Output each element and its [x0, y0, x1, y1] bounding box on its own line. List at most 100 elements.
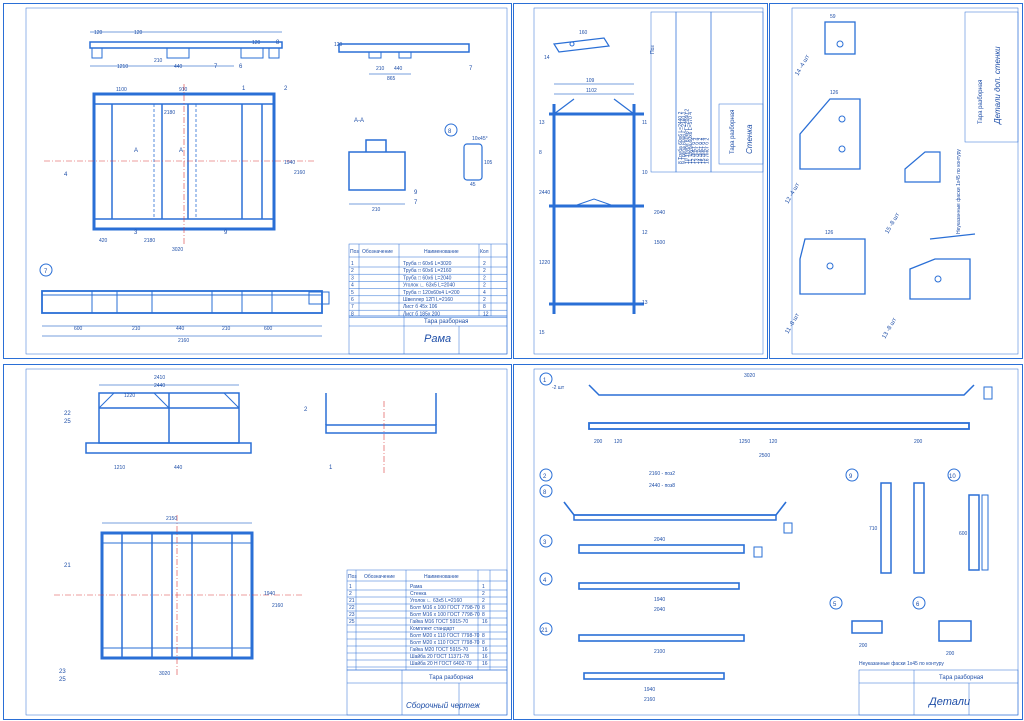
svg-text:1940: 1940	[284, 160, 295, 166]
bom-cell: 16	[482, 619, 488, 625]
section-label: А-А	[354, 118, 364, 124]
bom-cell: 8	[482, 640, 485, 646]
svg-text:126: 126	[830, 90, 839, 96]
svg-text:9: 9	[414, 190, 418, 196]
svg-text:3: 3	[543, 540, 547, 546]
bom-cell: 1	[482, 584, 485, 590]
svg-text:3020: 3020	[159, 671, 170, 677]
svg-text:Обозначение: Обозначение	[362, 249, 393, 255]
svg-text:2180: 2180	[144, 238, 155, 244]
svg-text:10: 10	[642, 170, 648, 176]
bom-cell: 12	[483, 311, 489, 317]
svg-text:1: 1	[543, 378, 547, 384]
bom-cell: 4	[483, 290, 486, 296]
svg-text:2: 2	[543, 474, 547, 480]
svg-text:1100: 1100	[116, 87, 127, 93]
svg-text:2160 - поз2: 2160 - поз2	[649, 471, 675, 477]
svg-text:14 -4 шт: 14 -4 шт	[795, 54, 812, 77]
svg-text:210: 210	[376, 66, 385, 72]
dop-name: Детали доп. стенки	[993, 46, 1002, 125]
sheet-stenka: 14 160 109 1102 2440 1220 2040 1500 11 1…	[513, 3, 768, 359]
svg-text:126: 126	[825, 230, 834, 236]
svg-text:2: 2	[304, 407, 308, 413]
bom-cell: 11 Труба 60x6 L=570 4	[688, 112, 694, 164]
svg-text:10: 10	[949, 474, 956, 480]
bom-cell: Труба □ 120x60x4 L=200	[403, 290, 460, 296]
bom-cell: 23	[349, 612, 355, 618]
svg-text:8: 8	[539, 150, 542, 156]
rama-title: Тара разборная	[424, 319, 468, 325]
svg-text:11 -8 шт: 11 -8 шт	[785, 312, 802, 335]
svg-text:Кол: Кол	[480, 249, 489, 255]
bom-cell: 2	[483, 268, 486, 274]
svg-text:120: 120	[769, 439, 778, 445]
svg-text:Поз: Поз	[350, 249, 359, 255]
svg-text:2440: 2440	[539, 190, 550, 196]
svg-text:7: 7	[44, 269, 48, 275]
bom-cell: 2	[483, 297, 486, 303]
svg-text:1: 1	[242, 86, 246, 92]
svg-text:200: 200	[594, 439, 603, 445]
svg-text:15 -8 шт: 15 -8 шт	[885, 212, 902, 235]
svg-text:A: A	[179, 148, 183, 154]
svg-text:120: 120	[94, 30, 103, 36]
svg-text:200: 200	[946, 651, 955, 657]
svg-text:Обозначение: Обозначение	[364, 574, 395, 580]
svg-text:12 -4 шт: 12 -4 шт	[785, 182, 802, 205]
svg-text:865: 865	[387, 76, 396, 82]
svg-text:2150: 2150	[166, 516, 177, 522]
svg-text:25: 25	[59, 677, 66, 683]
bom-cell: Уголок ∟ 63x5 L=2160	[410, 598, 462, 604]
svg-text:1102: 1102	[586, 88, 597, 94]
sborka-name: Сборочный чертеж	[406, 701, 480, 710]
svg-text:1250: 1250	[739, 439, 750, 445]
svg-text:23: 23	[59, 669, 66, 675]
svg-text:45: 45	[470, 182, 476, 188]
svg-text:11: 11	[642, 120, 647, 126]
bom-cell: 9 Труба 60x6 L=2160 1	[681, 111, 687, 164]
svg-text:15: 15	[539, 330, 545, 336]
bom-cell: 14 Лист б 2	[698, 138, 704, 164]
bom-cell: 21	[349, 598, 355, 604]
svg-text:13 -8 шт: 13 -8 шт	[882, 317, 899, 340]
bom-cell: Болт М16 x 100 ГОСТ 7798-70	[410, 612, 480, 618]
detali-note: Неуказанные фаски 1x45 по контуру	[859, 661, 944, 667]
svg-text:2440 - поз8: 2440 - поз8	[649, 483, 675, 489]
bom-cell: Гайка М16 ГОСТ 5915-70	[410, 618, 468, 625]
svg-text:Поз: Поз	[650, 45, 656, 54]
svg-text:1: 1	[329, 465, 333, 471]
svg-text:1940: 1940	[654, 597, 665, 603]
bom-cell: Швеллер 12П L=2160	[403, 297, 453, 303]
bom-cell: 16	[482, 654, 488, 660]
rama-name: Рама	[424, 333, 451, 345]
svg-text:1940: 1940	[264, 591, 275, 597]
sborka-title: Тара разборная	[429, 675, 473, 681]
bom-cell: Болт М16 x 100 ГОСТ 7798-70	[410, 605, 480, 611]
svg-text:600: 600	[74, 326, 83, 332]
svg-text:13: 13	[539, 120, 545, 126]
svg-text:59: 59	[830, 14, 836, 20]
svg-text:5: 5	[833, 602, 837, 608]
svg-text:600: 600	[264, 326, 273, 332]
bom-cell: 8	[482, 633, 485, 639]
svg-text:7: 7	[414, 200, 418, 206]
svg-text:420: 420	[99, 238, 108, 244]
bom-cell: 12 Лист б 4	[691, 138, 697, 164]
svg-text:7: 7	[214, 64, 218, 70]
bom-cell: 8	[483, 304, 486, 310]
svg-text:200: 200	[914, 439, 923, 445]
bom-cell: Лист б 185x 200	[403, 311, 440, 317]
svg-text:210: 210	[154, 58, 163, 64]
svg-text:2040: 2040	[654, 210, 665, 216]
bom-cell: 8	[351, 311, 354, 317]
svg-text:3: 3	[134, 230, 138, 236]
drawing-sborka: 2410 2440 1220 1210 440 22 25 2 1 2150 3…	[25, 368, 508, 716]
svg-text:2410: 2410	[154, 375, 165, 381]
stenka-name: Стенка	[745, 124, 754, 154]
svg-text:440: 440	[174, 465, 183, 471]
svg-text:Поз: Поз	[348, 574, 357, 580]
svg-text:A: A	[134, 148, 138, 154]
svg-text:210: 210	[132, 326, 141, 332]
bom-cell: Шайба 20 Н ГОСТ 6402-70	[410, 660, 472, 667]
svg-text:440: 440	[174, 64, 183, 70]
